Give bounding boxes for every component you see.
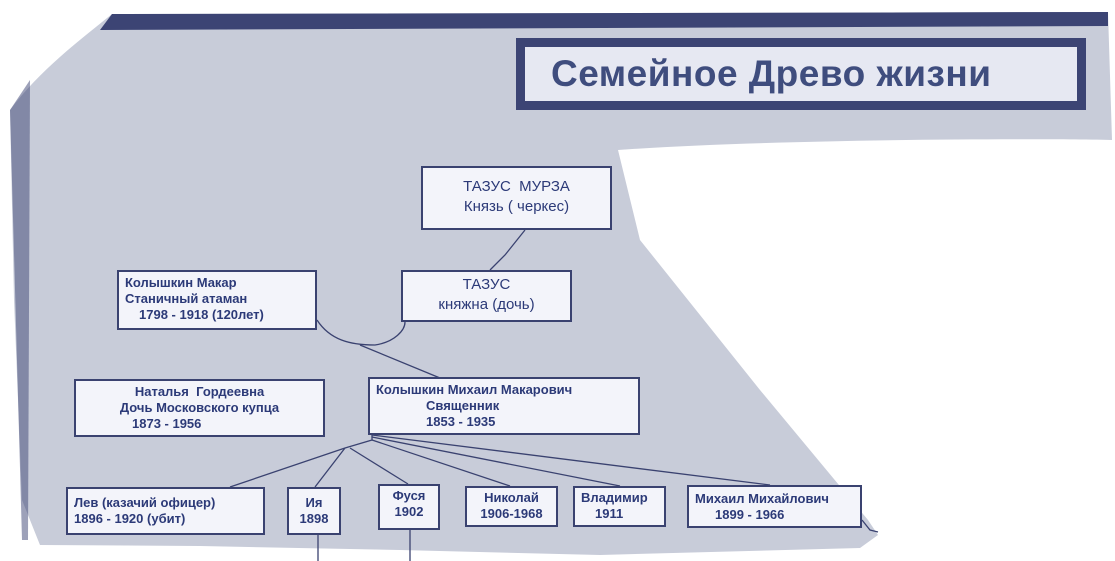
node-name: Лев (казачий офицер)	[74, 495, 216, 510]
node-name: Михаил Михайлович	[695, 491, 829, 506]
node-dates: 1899 - 1966	[715, 507, 785, 522]
node-role: Князь ( черкес)	[463, 198, 570, 215]
node-dates: 1896 - 1920 (убит)	[74, 511, 186, 526]
node-tazus-murza: ТАЗУС МУРЗА Князь ( черкес)	[421, 166, 612, 230]
dark-band	[100, 12, 1108, 30]
node-name: Владимир	[581, 490, 648, 505]
node-dates: 1898	[299, 511, 329, 526]
connector-lines	[229, 229, 879, 561]
node-role: Станичный атаман	[125, 291, 248, 306]
node-dates: 1873 - 1956	[132, 416, 202, 431]
node-name: ТАЗУС	[462, 276, 511, 293]
title-banner: Семейное Древо жизни	[516, 38, 1086, 110]
node-role: Дочь Московского купца	[119, 400, 280, 415]
node-name: Фуся	[392, 488, 426, 503]
node-name: Наталья Гордеевна	[134, 384, 265, 399]
node-name: Николай	[484, 490, 539, 505]
left-edge-shadow	[10, 80, 30, 540]
node-name: Колышкин Михаил Макарович	[376, 382, 573, 397]
node-dates: 1798 - 1918 (120лет)	[139, 307, 264, 322]
node-dates: 1853 - 1935	[426, 414, 496, 429]
node-dates: 1902	[394, 504, 424, 519]
node-name: Колышкин Макар	[125, 275, 237, 290]
page-title: Семейное Древо жизни	[525, 47, 1077, 101]
node-name: ТАЗУС МУРЗА	[463, 178, 570, 195]
node-tazus-daughter: ТАЗУС княжна (дочь)	[401, 270, 572, 322]
node-name: Ия	[305, 495, 323, 510]
node-child-lev: Лев (казачий офицер)1896 - 1920 (убит)	[66, 487, 265, 535]
node-dates: 1911	[595, 506, 624, 521]
node-role: Священник	[426, 398, 500, 413]
node-dates: 1906-1968	[480, 506, 543, 521]
node-role: княжна (дочь)	[438, 296, 535, 313]
